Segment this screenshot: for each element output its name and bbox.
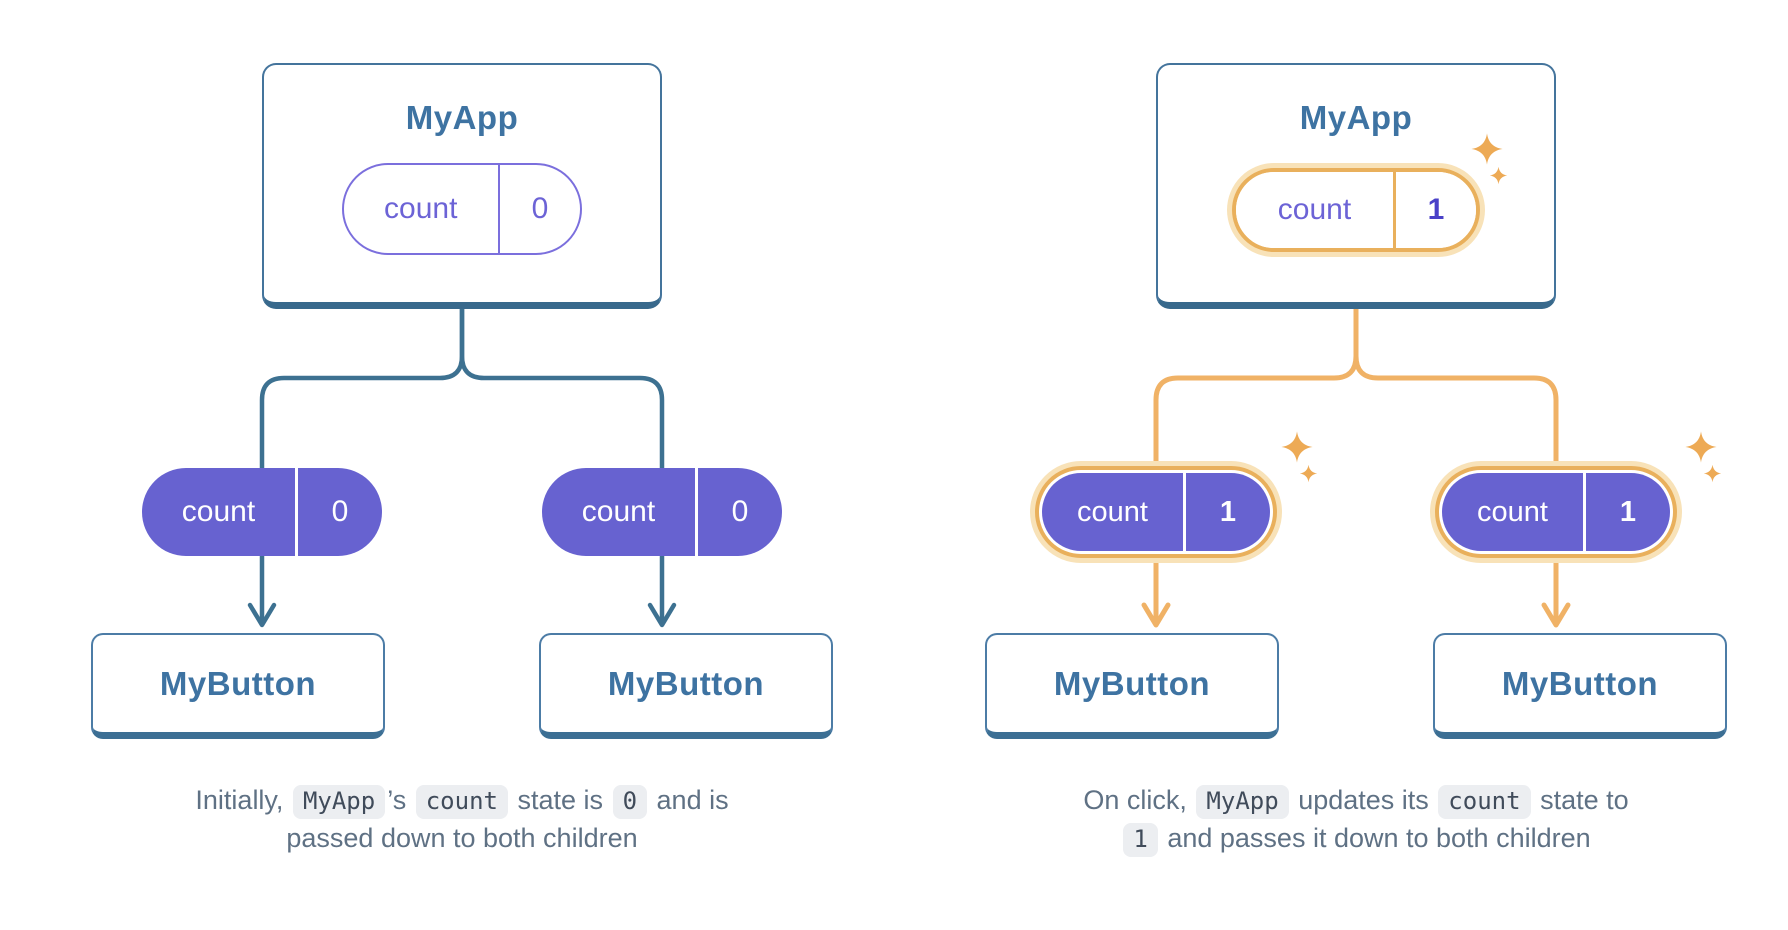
prop-label: count xyxy=(181,495,256,528)
caption-text: updates its xyxy=(1298,785,1429,815)
caption-line-1: Initially, MyApp’s count state is 0 and … xyxy=(102,782,822,820)
button-component-box: MyButton xyxy=(539,633,833,739)
prop-value: 0 xyxy=(331,495,349,528)
figure-updated-state: MyApp count 1 count 1 xyxy=(894,0,1788,930)
prop-label: count xyxy=(1077,495,1148,528)
caption-code-chip: 0 xyxy=(612,785,648,819)
button-component-box: MyButton xyxy=(91,633,385,739)
button-component-box: MyButton xyxy=(1433,633,1727,739)
caption-code-chip: count xyxy=(415,785,508,819)
state-value: 0 xyxy=(531,192,549,225)
caption-code-chip: 1 xyxy=(1123,822,1158,857)
state-value: 1 xyxy=(1427,193,1445,226)
arrow-left-head xyxy=(247,602,277,628)
caption-line-2: 1 and passes it down to both children xyxy=(996,820,1716,858)
caption-code-chip: MyApp xyxy=(292,785,386,819)
caption-line-1: On click, MyApp updates its count state … xyxy=(996,782,1716,820)
branch-right-line xyxy=(1353,299,1559,517)
button-component-title: MyButton xyxy=(159,664,317,702)
caption-text: On click, xyxy=(1083,785,1187,815)
figure-caption: Initially, MyApp’s count state is 0 and … xyxy=(102,782,822,858)
pill-divider xyxy=(497,165,500,253)
prop-pill: count 1 xyxy=(1042,473,1270,551)
app-component-title: MyApp xyxy=(405,99,519,136)
state-label: count xyxy=(384,192,458,225)
prop-pill: count 0 xyxy=(142,468,382,556)
pill-divider xyxy=(1183,473,1186,551)
figure-initial-state: MyApp count 0 count 0 count 0 MyButton M… xyxy=(91,63,833,858)
caption-text: and is xyxy=(656,785,729,815)
arrow-left-head xyxy=(1141,602,1171,628)
button-component-title: MyButton xyxy=(1053,664,1211,702)
state-highlight-ring: count 1 xyxy=(1227,163,1485,257)
app-state-pill: count 0 xyxy=(342,163,582,255)
caption-line-2: passed down to both children xyxy=(102,820,822,858)
caption-text: state to xyxy=(1540,785,1629,815)
prop-value: 0 xyxy=(731,495,749,528)
button-component-title: MyButton xyxy=(607,664,765,702)
caption-text: ’s xyxy=(387,785,407,815)
arrow-right-head xyxy=(1541,602,1571,628)
button-component-box: MyButton xyxy=(985,633,1279,739)
app-component-box: MyApp count 1 xyxy=(1156,63,1556,309)
prop-highlight-ring: count 1 xyxy=(1030,461,1282,563)
prop-label: count xyxy=(1477,495,1548,528)
caption-text: passed down to both children xyxy=(286,822,638,853)
pill-divider xyxy=(1393,172,1396,248)
prop-label: count xyxy=(581,495,656,528)
pill-divider xyxy=(1583,473,1586,551)
tree-connector xyxy=(247,299,677,628)
caption-text: Initially, xyxy=(195,785,284,815)
caption-text: state is xyxy=(517,785,604,815)
app-state-pill: count 1 xyxy=(1236,172,1476,248)
prop-value: 1 xyxy=(1219,495,1237,528)
prop-pill: count 0 xyxy=(542,468,782,556)
button-component-title: MyButton xyxy=(1501,664,1659,702)
figure-caption: On click, MyApp updates its count state … xyxy=(996,782,1716,858)
caption-text: and passes it down to both children xyxy=(1167,822,1591,853)
caption-code-chip: count xyxy=(1438,785,1531,819)
caption-code-chip: MyApp xyxy=(1196,785,1289,819)
app-component-box: MyApp count 0 xyxy=(262,63,662,309)
state-label: count xyxy=(1277,193,1352,226)
app-component-title: MyApp xyxy=(1299,99,1413,136)
prop-value: 1 xyxy=(1619,495,1637,528)
prop-highlight-ring: count 1 xyxy=(1430,461,1682,563)
pill-divider xyxy=(295,468,298,556)
prop-pill: count 1 xyxy=(1442,473,1670,551)
arrow-right-head xyxy=(647,602,677,628)
branch-right-line xyxy=(459,299,665,517)
pill-divider xyxy=(695,468,698,556)
